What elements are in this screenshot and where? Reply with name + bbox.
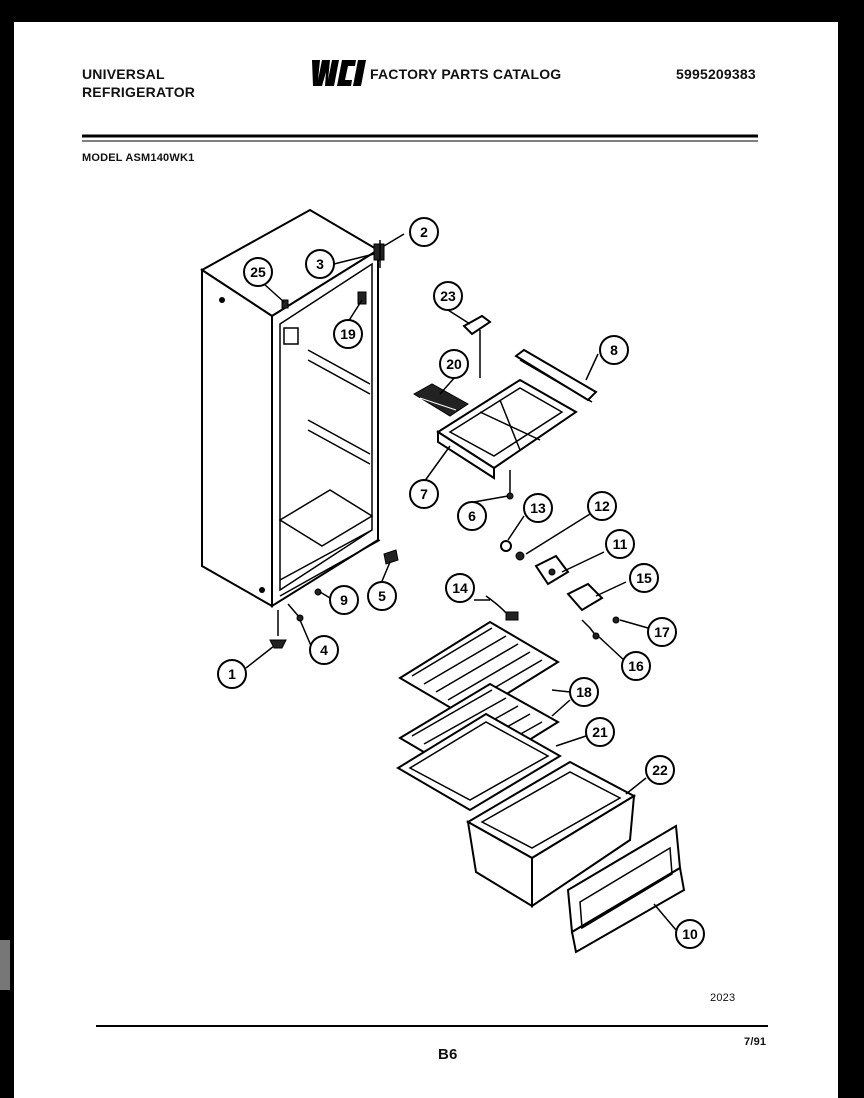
callout-9-label: 9 bbox=[340, 592, 348, 608]
callout-12-label: 12 bbox=[594, 498, 610, 514]
callout-16: 16 bbox=[621, 651, 651, 681]
callout-15-label: 15 bbox=[636, 570, 652, 586]
clip-16 bbox=[581, 619, 600, 640]
bracket-19 bbox=[357, 291, 367, 305]
wci-logo-icon bbox=[312, 60, 366, 86]
callout-18: 18 bbox=[569, 677, 599, 707]
callout-10-label: 10 bbox=[682, 926, 698, 942]
capillary-tube-14 bbox=[485, 595, 519, 621]
callout-22: 22 bbox=[645, 755, 675, 785]
callout-25-label: 25 bbox=[250, 264, 266, 280]
callout-21-label: 21 bbox=[592, 724, 608, 740]
callout-11: 11 bbox=[605, 529, 635, 559]
callout-25: 25 bbox=[243, 257, 273, 287]
callout-3-label: 3 bbox=[316, 256, 324, 272]
brand-line-1: UNIVERSAL bbox=[82, 66, 165, 82]
callout-20-label: 20 bbox=[446, 356, 462, 372]
callout-19: 19 bbox=[333, 319, 363, 349]
callout-5-label: 5 bbox=[378, 588, 386, 604]
callout-7-label: 7 bbox=[420, 486, 428, 502]
door-stop-23 bbox=[462, 314, 492, 336]
callout-21: 21 bbox=[585, 717, 615, 747]
hinge-bottom-4 bbox=[287, 603, 304, 622]
callout-6-label: 6 bbox=[468, 508, 476, 524]
callout-7: 7 bbox=[409, 479, 439, 509]
catalog-page bbox=[14, 22, 838, 1098]
callout-14: 14 bbox=[445, 573, 475, 603]
callout-15: 15 bbox=[629, 563, 659, 593]
date-code: 7/91 bbox=[744, 1036, 767, 1048]
catalog-number: 5995209383 bbox=[676, 66, 756, 82]
callout-1: 1 bbox=[217, 659, 247, 689]
rail-8 bbox=[514, 348, 598, 403]
brand-line-2: REFRIGERATOR bbox=[82, 84, 196, 100]
callout-17-label: 17 bbox=[654, 624, 670, 640]
callout-2: 2 bbox=[409, 217, 439, 247]
callout-9: 9 bbox=[329, 585, 359, 615]
thermostat-15 bbox=[566, 582, 604, 612]
callout-14-label: 14 bbox=[452, 580, 468, 596]
model-number: MODEL ASM140WK1 bbox=[82, 152, 195, 164]
figure-number: 2023 bbox=[710, 992, 736, 1004]
callout-20: 20 bbox=[439, 349, 469, 379]
callout-13: 13 bbox=[523, 493, 553, 523]
callout-3: 3 bbox=[305, 249, 335, 279]
callout-5: 5 bbox=[367, 581, 397, 611]
callout-6: 6 bbox=[457, 501, 487, 531]
page-number: B6 bbox=[438, 1046, 458, 1063]
callout-2-label: 2 bbox=[420, 224, 428, 240]
callout-11-label: 11 bbox=[613, 536, 628, 552]
callout-23-label: 23 bbox=[440, 288, 456, 304]
callout-17: 17 bbox=[647, 617, 677, 647]
crisper-pan-22 bbox=[465, 760, 637, 908]
callout-8: 8 bbox=[599, 335, 629, 365]
hinge-top bbox=[373, 240, 385, 268]
drawer-front-10 bbox=[566, 824, 686, 954]
callout-19-label: 19 bbox=[340, 326, 356, 342]
scan-edge-mark bbox=[0, 940, 10, 990]
callout-10: 10 bbox=[675, 919, 705, 949]
freezer-pan-7 bbox=[436, 378, 578, 480]
callout-4-label: 4 bbox=[320, 642, 328, 658]
callout-8-label: 8 bbox=[610, 342, 618, 358]
control-bracket-11 bbox=[534, 554, 570, 586]
callout-13-label: 13 bbox=[530, 500, 546, 516]
spring-12 bbox=[515, 551, 525, 561]
callout-16-label: 16 bbox=[628, 658, 644, 674]
refrigerator-cabinet bbox=[200, 208, 381, 608]
callout-18-label: 18 bbox=[576, 684, 592, 700]
screw-17 bbox=[612, 616, 620, 624]
crisper-cover-21 bbox=[396, 712, 562, 812]
leveling-leg-1 bbox=[269, 610, 287, 649]
knob-13 bbox=[500, 540, 512, 552]
callout-12: 12 bbox=[587, 491, 617, 521]
ice-tray-20 bbox=[413, 383, 469, 417]
callout-4: 4 bbox=[309, 635, 339, 665]
catalog-title: FACTORY PARTS CATALOG bbox=[370, 66, 562, 82]
callout-23: 23 bbox=[433, 281, 463, 311]
bracket-5 bbox=[383, 549, 399, 565]
callout-1-label: 1 bbox=[228, 666, 236, 682]
screw-25 bbox=[281, 299, 289, 309]
callout-22-label: 22 bbox=[652, 762, 668, 778]
